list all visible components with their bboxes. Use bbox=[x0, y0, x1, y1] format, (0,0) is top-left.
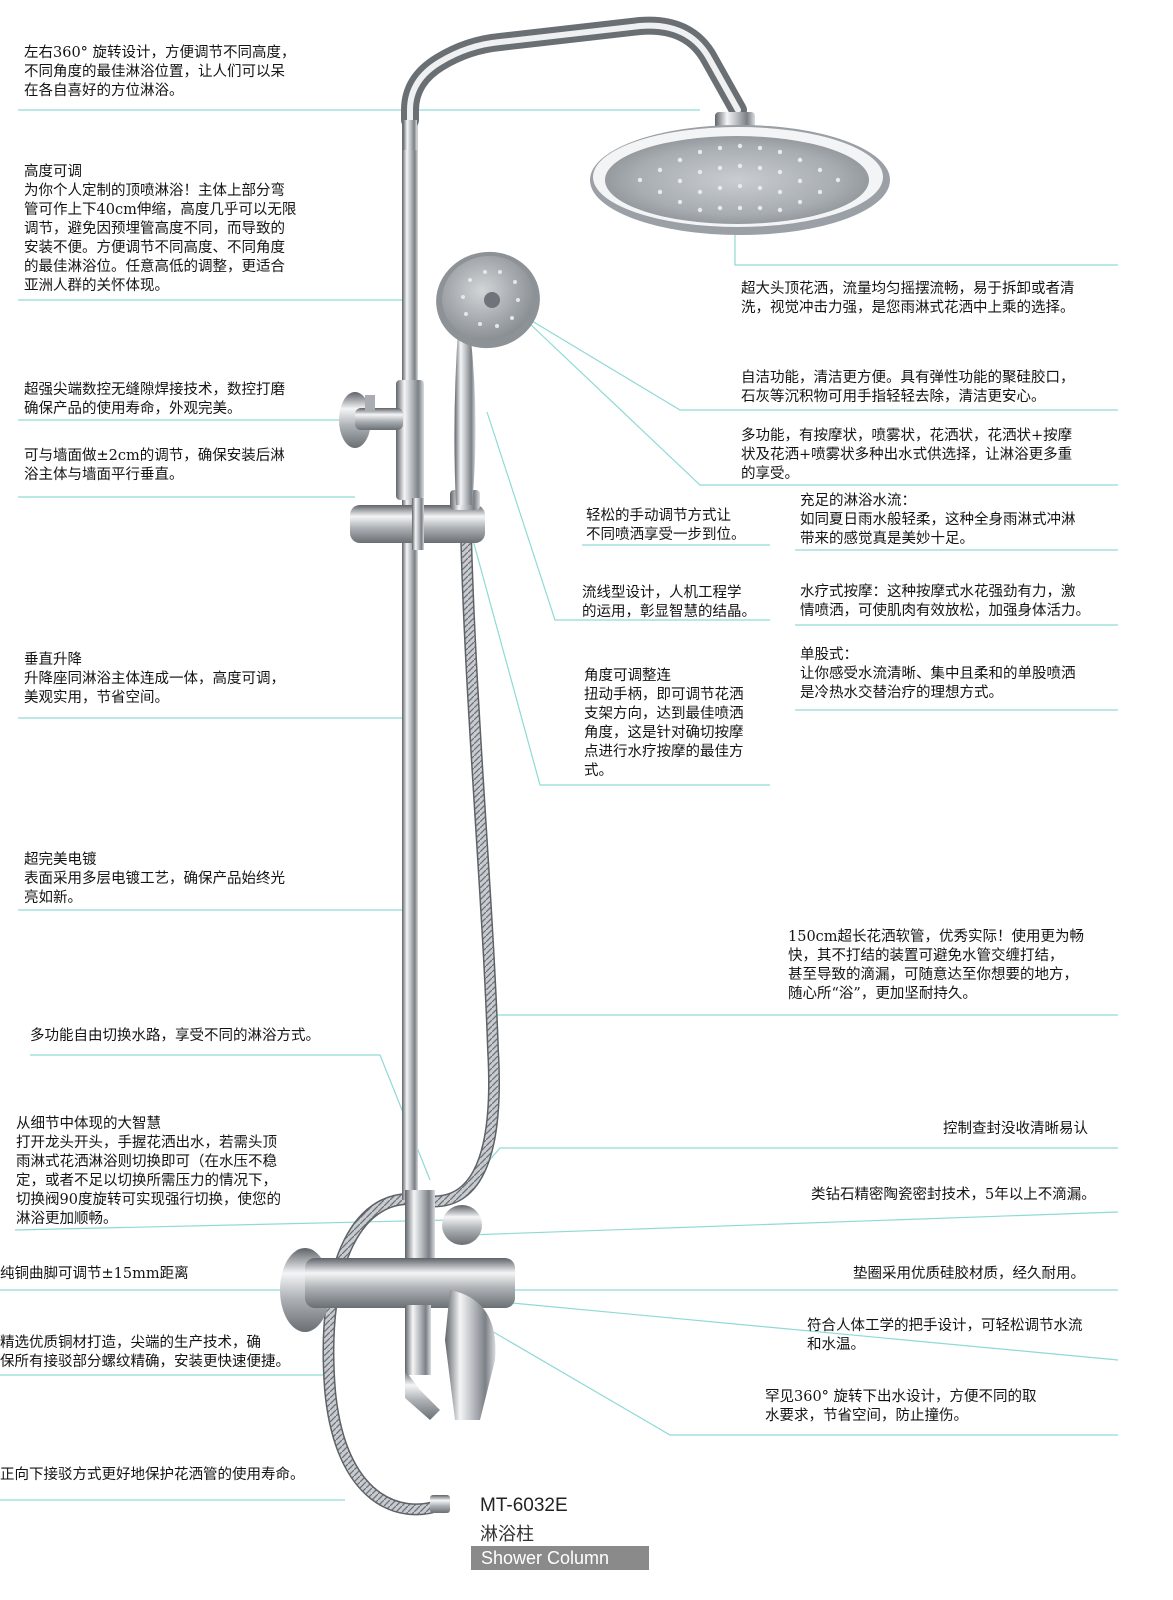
overhead-shower-head bbox=[590, 112, 890, 235]
product-name-cn: 淋浴柱 bbox=[480, 1524, 534, 1545]
product-model: MT-6032E bbox=[480, 1495, 568, 1516]
note-clean: 自洁功能，清洁更方便。具有弹性功能的聚硅胶口， 石灰等沉积物可用手指轻轻去除，清… bbox=[741, 370, 1075, 405]
hand-shower bbox=[436, 251, 540, 505]
product-name-en: Shower Column bbox=[471, 1546, 649, 1570]
hose-connector bbox=[430, 1495, 450, 1513]
leader-lines bbox=[0, 109, 1119, 1501]
riser-pipe bbox=[396, 16, 747, 1200]
note-multi: 多功能，有按摩状，喷雾状，花洒状，花洒状+按摩 状及花洒+喷雾状多种出水式供选择… bbox=[741, 428, 1073, 482]
note-plating: 超完美电镀 表面采用多层电镀工艺，确保产品始终光 亮如新。 bbox=[24, 852, 285, 906]
note-spa: 水疗式按摩：这种按摩式水花强劲有力，激 情喷洒，可使肌肉有效放松，加强身体活力。 bbox=[800, 584, 1090, 619]
note-stream: 流线型设计，人机工程学 的运用，彰显智慧的结晶。 bbox=[582, 585, 756, 620]
shower-hose bbox=[322, 531, 500, 1516]
note-manual: 轻松的手动调节方式让 不同喷洒享受一步到位。 bbox=[586, 508, 746, 543]
note-weld: 超强尖端数控无缝隙焊接技术，数控打磨 确保产品的使用寿命，外观完美。 bbox=[24, 382, 285, 417]
note-rotate: 左右360° 旋转设计，方便调节不同高度， 不同角度的最佳淋浴位置，让人们可以呆… bbox=[24, 45, 296, 99]
note-height: 高度可调 为你个人定制的顶喷淋浴！主体上部分弯 管可作上下40cm伸缩，高度几乎… bbox=[24, 164, 297, 294]
note-lift: 垂直升降 升降座同淋浴主体连成一体，高度可调， 美观实用，节省空间。 bbox=[24, 652, 285, 706]
mixer-valve bbox=[280, 1190, 515, 1420]
note-flow: 充足的淋浴水流： 如同夏日雨水般轻柔，这种全身雨淋式冲淋 带来的感觉真是美妙十足… bbox=[800, 493, 1076, 547]
note-legs: 纯铜曲脚可调节±15mm距离 bbox=[0, 1266, 189, 1282]
note-wisdom: 从细节中体现的大智慧 打开龙头开头，手握花洒出水，若需头顶 雨淋式花洒淋浴则切换… bbox=[16, 1116, 281, 1227]
note-wall: 可与墙面做±2cm的调节，确保安装后淋 浴主体与墙面平行垂直。 bbox=[24, 448, 285, 483]
note-angle: 角度可调整连 扭动手柄，即可调节花洒 支架方向，达到最佳喷洒 角度，这是针对确切… bbox=[584, 668, 744, 779]
note-head: 超大头顶花洒，流量均匀摇摆流畅，易于拆卸或者清 洗，视觉冲击力强，是您雨淋式花洒… bbox=[741, 281, 1075, 316]
note-single: 单股式： 让你感受水流清晰、集中且柔和的单股喷洒 是冷热水交替治疗的理想方式。 bbox=[800, 647, 1076, 701]
note-downward: 正向下接驳方式更好地保护花洒管的使用寿命。 bbox=[0, 1467, 305, 1483]
note-ceramic: 类钻石精密陶瓷密封技术，5年以上不滴漏。 bbox=[811, 1187, 1096, 1203]
note-switch: 多功能自由切换水路，享受不同的淋浴方式。 bbox=[30, 1028, 320, 1044]
note-spout: 罕见360° 旋转下出水设计，方便不同的取 水要求，节省空间，防止撞伤。 bbox=[765, 1389, 1037, 1424]
wall-bracket bbox=[339, 392, 403, 448]
note-gasket: 垫圈采用优质硅胶材质，经久耐用。 bbox=[853, 1266, 1085, 1282]
note-control: 控制查封没收清晰易认 bbox=[943, 1121, 1088, 1137]
note-handle: 符合人体工学的把手设计，可轻松调节水流 和水温。 bbox=[807, 1318, 1083, 1353]
note-brass: 精选优质铜材打造，尖端的生产技术，确 保所有接驳部分螺纹精确，安装更快速便捷。 bbox=[0, 1335, 290, 1370]
note-hose: 150cm超长花洒软管，优秀实际！使用更为畅 快，其不打结的装置可避免水管交缠打… bbox=[788, 929, 1085, 1002]
